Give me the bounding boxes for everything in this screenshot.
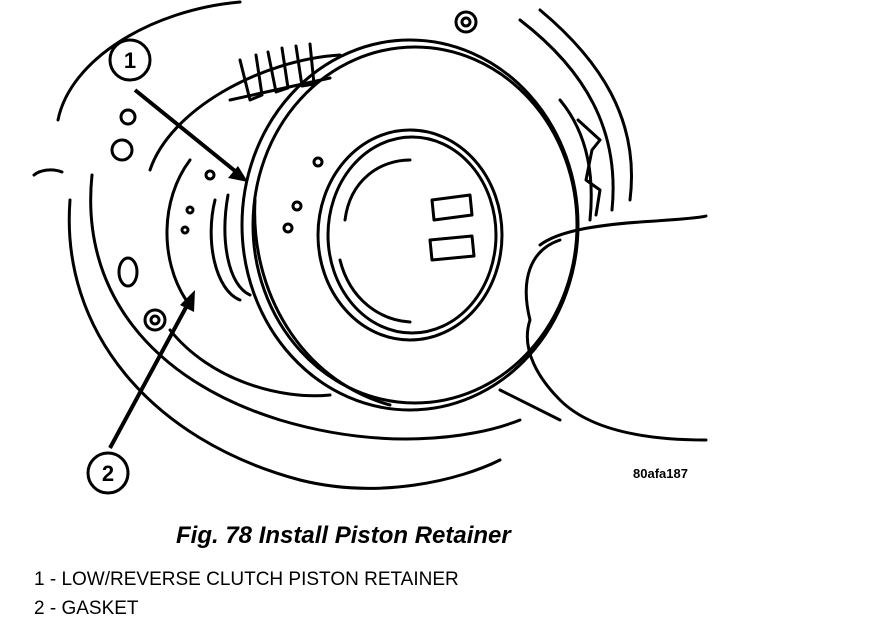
piston-retainer-bore	[316, 128, 504, 342]
callout-2-number: 2	[102, 461, 114, 486]
case-hole	[110, 138, 134, 162]
callout-1-number: 1	[124, 48, 136, 73]
case-outer-arc-2	[67, 198, 502, 490]
legend-item-2: 2 - GASKET	[34, 598, 139, 619]
housing-ring	[148, 53, 342, 172]
callout-2: 2	[86, 290, 195, 495]
case-hole	[119, 108, 137, 126]
transmission-illustration: 1 2 80afa187	[32, 0, 708, 495]
case-right-arc	[538, 8, 633, 202]
figure-reference-code: 80afa187	[633, 466, 688, 481]
case-right-arc-2	[518, 18, 615, 212]
case-outer-arc-3	[89, 173, 522, 441]
case-bolt	[454, 10, 478, 34]
clutch-teeth	[238, 42, 316, 102]
retainer-hole	[312, 156, 324, 168]
gasket	[209, 198, 242, 302]
hub-detail	[430, 193, 474, 222]
case-slot	[117, 256, 139, 288]
case-bolt	[143, 308, 167, 332]
figure-caption: Fig. 78 Install Piston Retainer	[176, 522, 511, 549]
callout-1: 1	[108, 38, 248, 182]
legend-item-1: 1 - LOW/REVERSE CLUTCH PISTON RETAINER	[34, 569, 459, 590]
hand	[524, 238, 708, 442]
figure-legend: 1 - LOW/REVERSE CLUTCH PISTON RETAINER 2…	[34, 565, 459, 623]
